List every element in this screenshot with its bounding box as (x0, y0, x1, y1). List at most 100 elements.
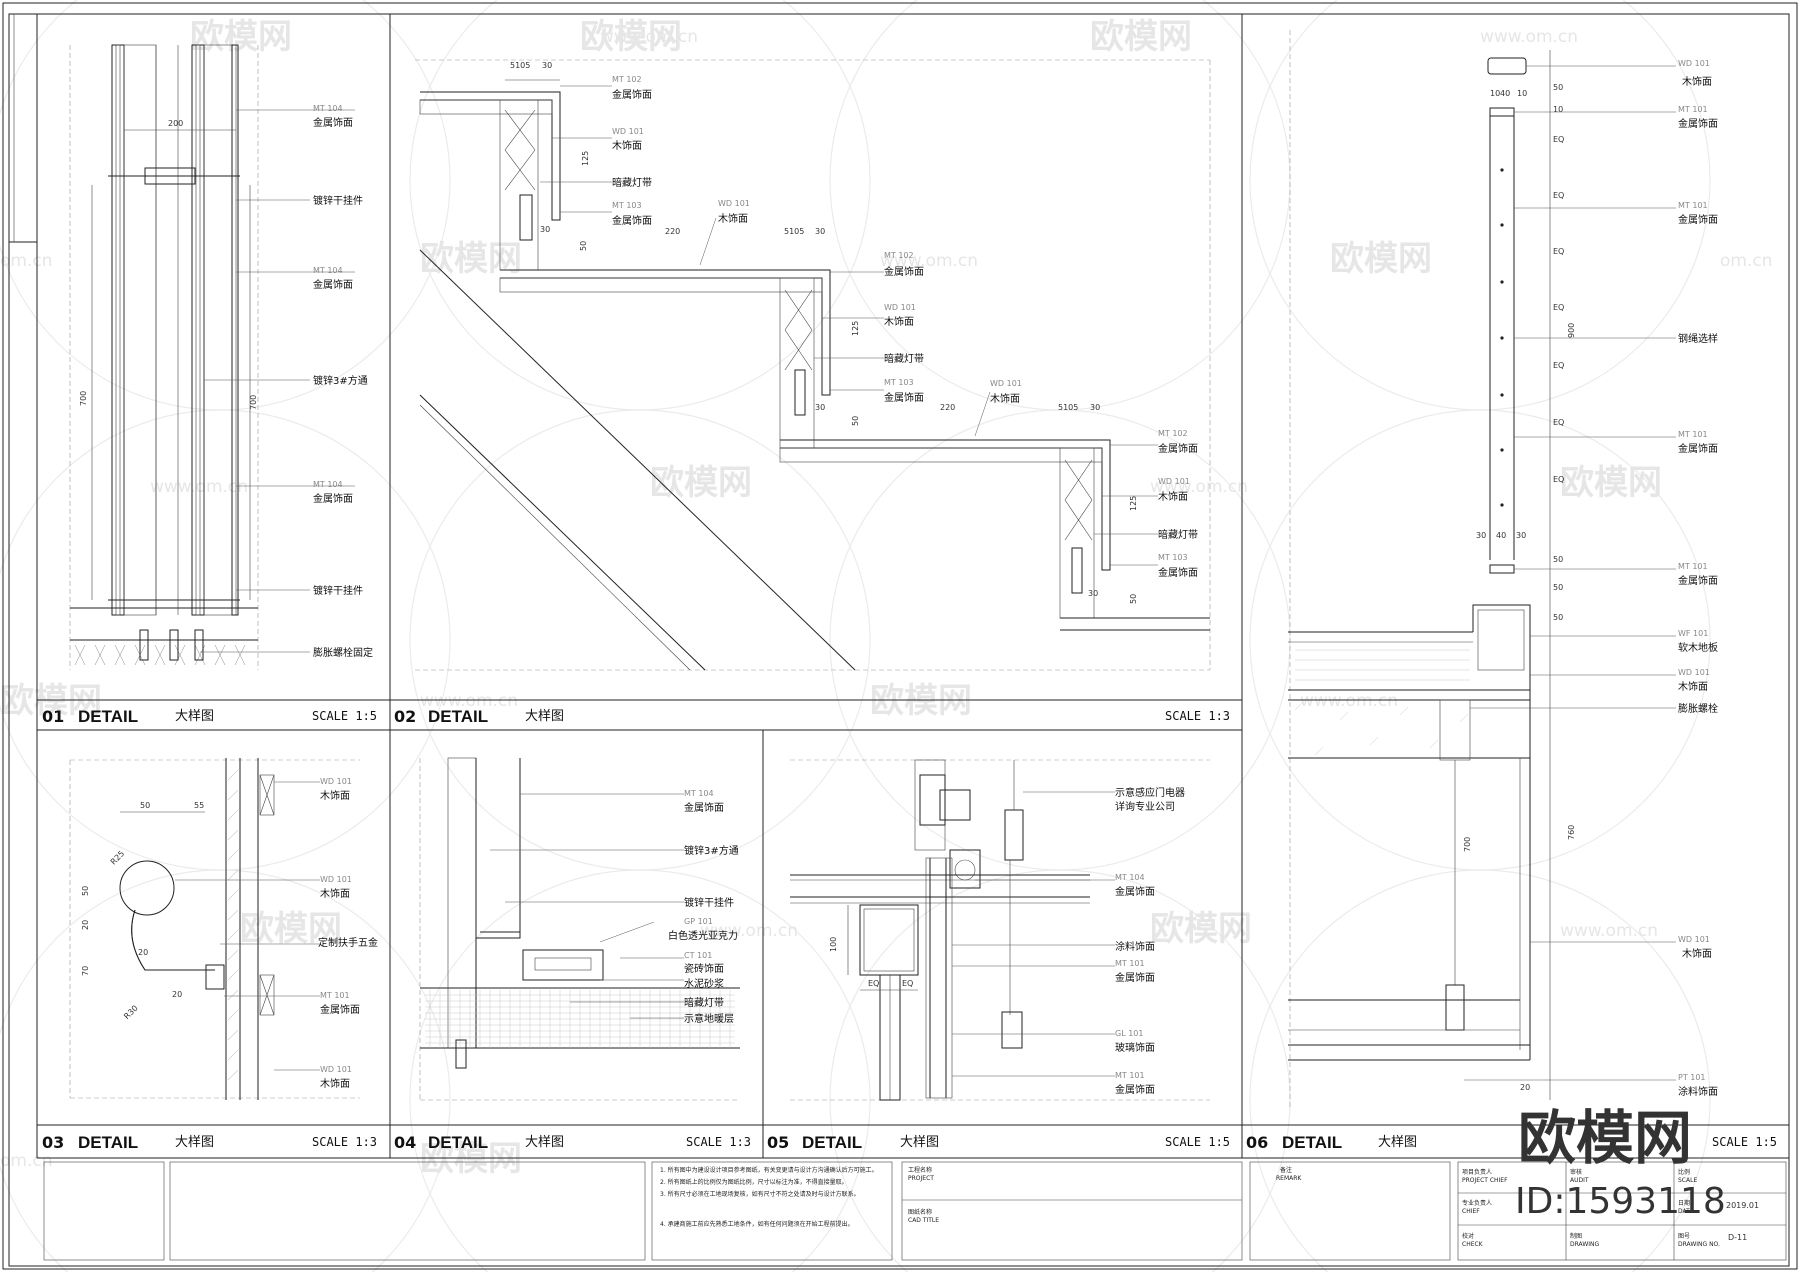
callout-label: 木饰面 (1682, 947, 1712, 960)
callout-label: 木饰面 (320, 887, 350, 900)
watermark-url: om.cn (1720, 251, 1773, 271)
dimension: 10 (1517, 89, 1527, 98)
dimension: R25 (109, 849, 127, 867)
dimension: 700 (1463, 837, 1472, 852)
material-code: MT 101 (1115, 959, 1145, 968)
watermark-url: www.om.cn (880, 251, 978, 271)
material-code: MT 101 (1678, 430, 1708, 439)
callout-label: 木饰面 (718, 212, 748, 225)
panel-02-title-bar: 02 DETAIL 大样图 SCALE 1:3 (394, 707, 1230, 726)
dimension: 50 (1553, 83, 1563, 92)
callout-label: 金属饰面 (1158, 566, 1198, 579)
callout-label: 白色透光亚克力 (668, 929, 738, 942)
dimension: 50 (851, 416, 860, 426)
dimension: 30 (1090, 403, 1100, 412)
dimension: 760 (1567, 825, 1576, 840)
callout-label: 木饰面 (320, 789, 350, 802)
dimension: 20 (172, 990, 182, 999)
panel-scale: SCALE 1:5 (312, 709, 377, 723)
callout-label: 暗藏灯带 (612, 176, 652, 189)
panel-scale: SCALE 1:3 (312, 1135, 377, 1149)
brand-overlay: 欧模网 ID:1593118 (1515, 1104, 1726, 1222)
panel-scale: SCALE 1:5 (1712, 1135, 1777, 1149)
callout-label: 暗藏灯带 (1158, 528, 1198, 541)
field-label: 审核 (1570, 1168, 1582, 1176)
watermark-text: 欧模网 (1330, 239, 1432, 279)
watermark-url: om.cn (0, 1151, 53, 1171)
drawing-date: 2019.01 (1726, 1201, 1759, 1210)
watermark-text: 欧模网 (580, 17, 682, 57)
dimension: 30 (1476, 531, 1486, 540)
field-label-en: DRAWING (1570, 1241, 1600, 1248)
callout-label: 木饰面 (1682, 75, 1712, 88)
remark-label-en: REMARK (1276, 1175, 1302, 1182)
callout-label: 镀锌干挂件 (313, 194, 363, 207)
callout-label: 金属饰面 (1115, 971, 1155, 984)
panel-title: DETAIL (802, 1133, 862, 1152)
material-code: WF 101 (1678, 629, 1708, 638)
field-label-en: CHIEF (1462, 1208, 1480, 1215)
panel-05-drawing: 100 EQ EQ 示意感应门电器 详询专业公司 MT 104 金属饰面 涂料饰… (790, 759, 1210, 1101)
dimension: 40 (1500, 89, 1510, 98)
callout-label: 金属饰面 (1115, 885, 1155, 898)
material-code: WD 101 (1158, 477, 1190, 486)
dimension: 5105 (1058, 403, 1078, 412)
material-code: CT 101 (684, 951, 712, 960)
cad-title-label-en: CAD TITLE (908, 1217, 939, 1224)
material-code: MT 104 (313, 104, 343, 113)
material-code: MT 104 (684, 789, 714, 798)
callout-label: 软木地板 (1678, 641, 1718, 654)
callout-label: 金属饰面 (612, 214, 652, 227)
panel-scale: SCALE 1:3 (1165, 709, 1230, 723)
dimension: EQ (902, 979, 913, 988)
dimension: 50 (1553, 555, 1563, 564)
watermark-text: 欧模网 (650, 463, 752, 503)
dimension: 30 (540, 225, 550, 234)
callout-label: 示意地暖层 (684, 1012, 734, 1025)
dimension: 30 (1088, 589, 1098, 598)
note-line: 3. 所有尺寸必须在工地现场复核，如有尺寸不符之处请及时与设计方联系。 (660, 1190, 860, 1198)
note-line: 2. 所有图纸上的比例仅为图纸比例，尺寸以标注为准，不得直接量取。 (660, 1178, 848, 1186)
callout-label: 玻璃饰面 (1115, 1041, 1155, 1054)
callout-label: 金属饰面 (884, 265, 924, 278)
dimension: EQ (1553, 361, 1564, 370)
watermark-text: 欧模网 (190, 17, 292, 57)
panel-title: DETAIL (428, 1133, 488, 1152)
callout-label: 暗藏灯带 (684, 996, 724, 1009)
panel-title: DETAIL (428, 707, 488, 726)
watermark-url: www.om.cn (420, 691, 518, 711)
material-code: WD 101 (320, 875, 352, 884)
sheet-number: D-11 (1728, 1233, 1747, 1242)
panel-subtitle: 大样图 (175, 709, 214, 724)
watermark-url: www.om.cn (1560, 921, 1658, 941)
dimension: 5105 (784, 227, 804, 236)
panel-subtitle: 大样图 (1378, 1135, 1417, 1150)
dimension: EQ (1553, 418, 1564, 427)
material-code: MT 101 (1678, 562, 1708, 571)
material-code: WD 101 (884, 303, 916, 312)
dimension: 200 (168, 119, 183, 128)
callout-label: 木饰面 (990, 392, 1020, 405)
field-label-en: PROJECT CHIEF (1462, 1177, 1508, 1184)
material-code: WD 101 (1678, 668, 1710, 677)
material-code: MT 103 (612, 201, 642, 210)
panel-number: 01 (42, 707, 64, 726)
callout-label: 金属饰面 (1115, 1083, 1155, 1096)
dimension: 125 (581, 151, 590, 166)
callout-label: 金属饰面 (612, 88, 652, 101)
callout-label: 详询专业公司 (1115, 800, 1175, 813)
watermark-url: om.cn (0, 251, 53, 271)
material-code: GL 101 (1115, 1029, 1143, 1038)
panel-02-drawing: 5105 30 125 30 50 220 5105 30 125 30 50 … (415, 59, 1211, 671)
dimension: 20 (81, 920, 90, 930)
callout-label: 金属饰面 (320, 1003, 360, 1016)
dimension: 900 (1567, 323, 1576, 338)
cad-title-label: 图纸名称 (908, 1208, 932, 1216)
brand-logo: 欧模网 (1518, 1104, 1692, 1172)
panel-scale: SCALE 1:3 (686, 1135, 751, 1149)
brand-id: ID:1593118 (1515, 1181, 1726, 1222)
dimension: 50 (1553, 613, 1563, 622)
dimension: EQ (1553, 475, 1564, 484)
